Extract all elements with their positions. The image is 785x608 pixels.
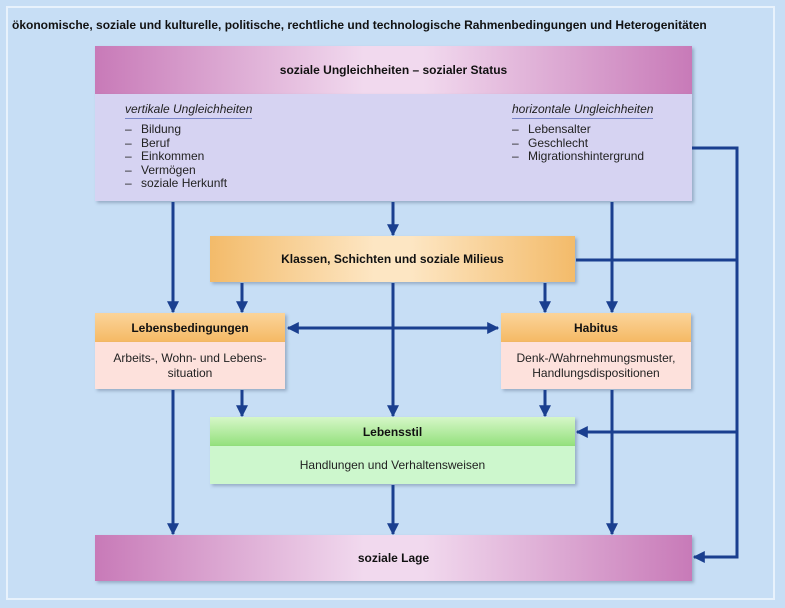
lebensbedingungen-body: Arbeits-, Wohn- und Lebens- situation (95, 342, 285, 389)
list-item: Vermögen (125, 163, 227, 178)
diagram-frame (6, 6, 775, 600)
habitus-text-line: Denk-/Wahrnehmungsmuster, (516, 350, 676, 365)
list-item: Bildung (125, 122, 227, 137)
lebensbedingungen-title: Lebensbedingungen (131, 320, 249, 335)
vertical-inequalities-title: vertikale Ungleichheiten (125, 102, 253, 119)
list-item: Lebensalter (512, 122, 644, 137)
habitus-text-line: Handlungsdispositionen (532, 365, 660, 380)
habitus-body: Denk-/Wahrnehmungsmuster, Handlungsdispo… (501, 342, 691, 389)
horizontal-inequalities-title: horizontale Ungleichheiten (512, 102, 654, 119)
lebensbedingungen-header: Lebensbedingungen (95, 313, 285, 342)
vertical-inequalities-list: Bildung Beruf Einkommen Vermögen soziale… (125, 122, 227, 191)
list-item: Migrationshintergrund (512, 150, 644, 164)
status-header-box: soziale Ungleichheiten – sozialer Status (95, 46, 692, 94)
list-item: soziale Herkunft (125, 177, 227, 191)
klassen-box: Klassen, Schichten und soziale Milieus (210, 236, 575, 282)
list-item: Beruf (125, 136, 227, 151)
lebensstil-text: Handlungen und Verhaltensweisen (299, 458, 486, 472)
lebensstil-body: Handlungen und Verhaltensweisen (210, 446, 575, 484)
habitus-title: Habitus (573, 320, 618, 335)
lebensbedingungen-text-line: Arbeits-, Wohn- und Lebens- (113, 350, 267, 365)
lebensstil-header: Lebensstil (210, 417, 575, 446)
horizontal-inequalities-list: Lebensalter Geschlecht Migrationshinterg… (512, 122, 644, 164)
lebensbedingungen-text-line: situation (167, 365, 213, 380)
klassen-label: Klassen, Schichten und soziale Milieus (281, 252, 504, 266)
lebensstil-title: Lebensstil (362, 424, 423, 439)
diagram-title: ökonomische, soziale und kulturelle, pol… (12, 18, 707, 32)
list-item: Geschlecht (512, 136, 644, 151)
list-item: Einkommen (125, 150, 227, 164)
habitus-header: Habitus (501, 313, 691, 342)
soziale-lage-box: soziale Lage (95, 535, 692, 581)
status-header-label: soziale Ungleichheiten – sozialer Status (279, 63, 508, 77)
soziale-lage-label: soziale Lage (357, 551, 430, 565)
status-body-box: vertikale Ungleichheiten Bildung Beruf E… (95, 94, 692, 201)
